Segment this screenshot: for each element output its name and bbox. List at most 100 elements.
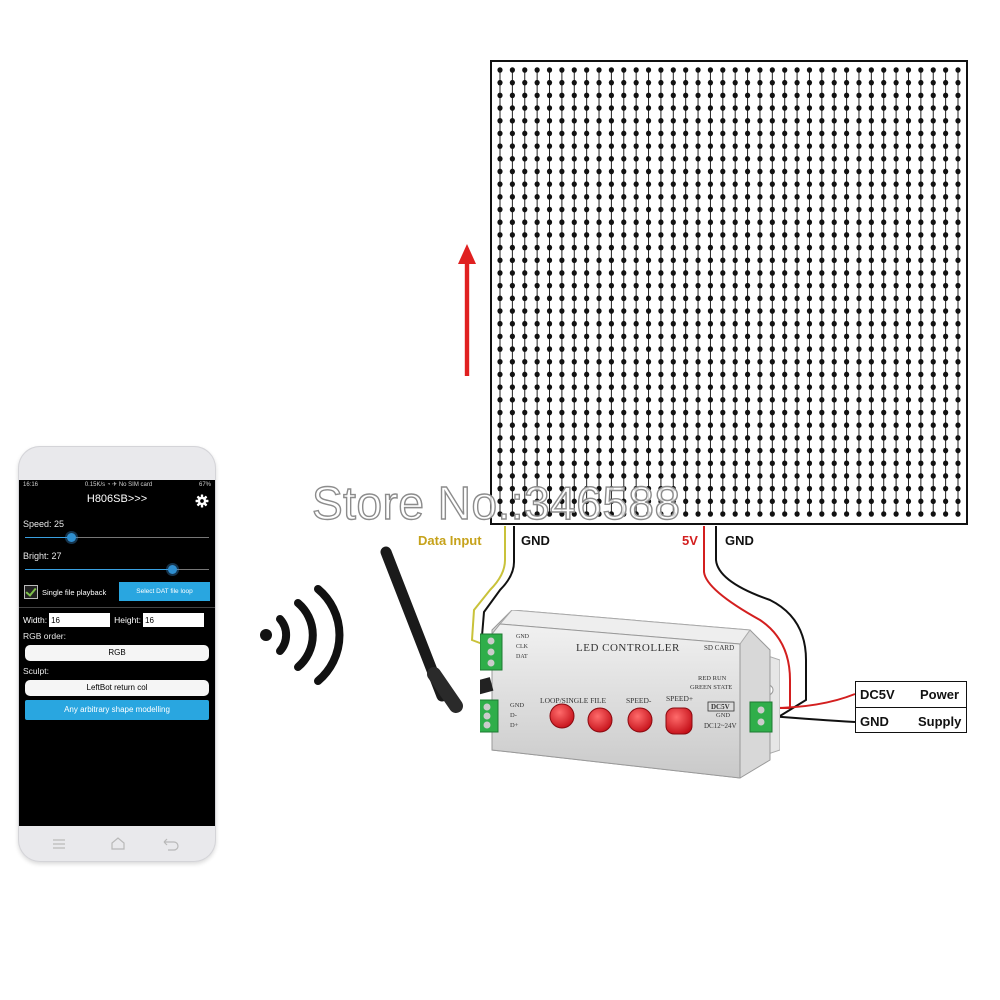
output-terminal: [480, 633, 503, 671]
led-dot: [596, 485, 602, 492]
led-dot: [943, 156, 949, 162]
led-dot: [596, 244, 602, 251]
menu-icon[interactable]: [53, 839, 65, 849]
led-dot: [497, 333, 503, 340]
led-dot: [621, 130, 627, 137]
led-dot: [819, 397, 825, 403]
led-dot: [955, 320, 961, 327]
single-file-button[interactable]: [587, 707, 613, 733]
led-dot: [843, 460, 850, 467]
led-dot: [757, 117, 763, 124]
led-dot: [918, 206, 924, 213]
speed-minus-button[interactable]: [627, 707, 653, 733]
led-dot: [930, 498, 936, 505]
led-dot: [930, 244, 936, 251]
led-dot: [806, 409, 813, 416]
speed-slider-knob[interactable]: [67, 533, 76, 542]
led-dot: [608, 257, 615, 264]
led-dot: [893, 92, 899, 99]
led-dot: [868, 358, 874, 365]
led-dot: [522, 130, 528, 137]
led-dot: [720, 105, 726, 111]
led-dot: [757, 257, 763, 264]
led-dot: [546, 257, 553, 264]
led-dot: [769, 447, 775, 454]
bright-slider[interactable]: [25, 563, 209, 577]
led-dot: [720, 143, 726, 149]
led-dot: [831, 320, 837, 327]
led-dot: [645, 194, 652, 200]
led-dot: [943, 206, 949, 213]
led-dot: [856, 435, 862, 441]
led-dot: [720, 168, 726, 175]
height-field[interactable]: [143, 613, 205, 627]
led-dot: [794, 156, 800, 162]
back-icon[interactable]: [163, 838, 179, 851]
dc5v-tag: DC5V: [711, 703, 730, 711]
led-dot: [930, 143, 936, 149]
led-dot: [658, 397, 664, 403]
led-dot: [881, 333, 887, 340]
led-dot: [732, 435, 738, 441]
led-dot: [732, 308, 738, 314]
led-dot: [819, 384, 825, 390]
led-dot: [695, 244, 701, 251]
led-dot: [670, 79, 676, 86]
led-dot: [633, 117, 639, 124]
led-dot: [497, 219, 503, 226]
led-dot: [695, 168, 701, 175]
led-dot: [918, 409, 924, 416]
led-dot: [497, 346, 503, 352]
led-dot: [881, 358, 887, 365]
sculpt-select[interactable]: LeftBot return col: [25, 680, 209, 696]
led-dot: [843, 371, 850, 378]
led-dot: [546, 498, 553, 505]
led-dot: [732, 67, 738, 73]
power-label: Power: [920, 687, 960, 702]
led-dot: [621, 168, 627, 175]
led-dot: [831, 130, 837, 137]
modelling-button[interactable]: Any arbitrary shape modelling: [25, 700, 209, 720]
width-field[interactable]: [49, 613, 111, 627]
led-dot: [819, 333, 825, 340]
led-dot: [509, 384, 515, 390]
led-dot: [806, 92, 813, 99]
led-dot: [782, 511, 788, 517]
led-dot: [621, 270, 627, 276]
select-dat-button[interactable]: Select DAT file loop: [119, 582, 210, 601]
gear-icon[interactable]: [195, 494, 209, 508]
led-dot: [707, 473, 714, 479]
led-dot: [955, 67, 961, 73]
led-dot: [893, 130, 899, 137]
led-dot: [955, 219, 961, 226]
led-dot: [905, 219, 912, 226]
led-dot: [806, 270, 813, 276]
led-dot: [720, 79, 726, 86]
led-dot: [534, 333, 540, 340]
led-dot: [534, 473, 540, 479]
led-dot: [868, 485, 874, 492]
led-dot: [769, 168, 775, 175]
led-dot: [584, 67, 590, 73]
led-dot: [522, 371, 528, 378]
led-dot: [905, 473, 912, 479]
speed-plus-button[interactable]: [665, 707, 693, 735]
led-dot: [955, 194, 961, 200]
led-dot: [769, 67, 775, 73]
home-icon[interactable]: [111, 837, 125, 850]
loop-button[interactable]: [549, 703, 575, 729]
led-dot: [670, 143, 676, 149]
rgb-order-select[interactable]: RGB: [25, 645, 209, 661]
led-dot: [645, 308, 652, 314]
speed-slider[interactable]: [25, 531, 209, 545]
bright-slider-knob[interactable]: [168, 565, 178, 574]
led-dot: [596, 346, 602, 352]
led-dot: [757, 346, 763, 352]
led-dot: [732, 117, 738, 124]
led-dot: [546, 92, 553, 99]
single-file-checkbox[interactable]: [24, 585, 38, 599]
led-dot: [831, 244, 837, 251]
led-dot: [905, 498, 912, 505]
led-dot: [621, 358, 627, 365]
led-dot: [596, 308, 602, 314]
